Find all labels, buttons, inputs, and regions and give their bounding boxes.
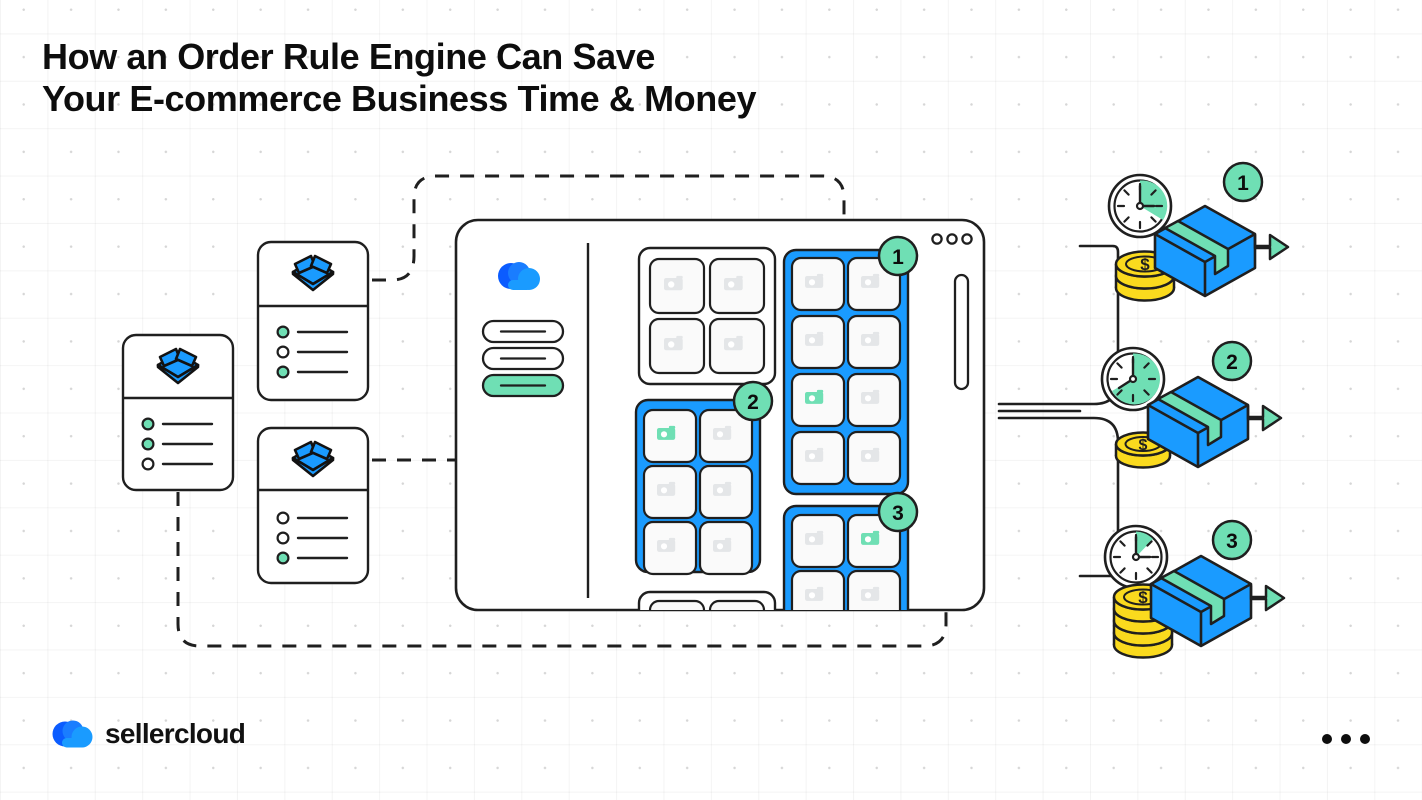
tile[interactable]: [642, 520, 698, 576]
status-dot-pending: [276, 345, 290, 359]
shipment-badge-1: 1: [1222, 161, 1264, 203]
svg-text:3: 3: [1226, 530, 1238, 553]
tile-highlighted[interactable]: [642, 408, 698, 464]
clock-icon: [1107, 173, 1173, 239]
status-dot-done: [276, 551, 290, 565]
ellipsis-icon[interactable]: [1322, 734, 1370, 744]
svg-text:3: 3: [892, 502, 904, 525]
tile[interactable]: [698, 464, 754, 520]
cloud-icon: [52, 719, 94, 749]
svg-text:1: 1: [1237, 172, 1249, 195]
status-dot-done: [141, 417, 155, 431]
shipment-3[interactable]: $ 3: [1103, 519, 1286, 659]
tile[interactable]: [846, 314, 902, 370]
order-card-2[interactable]: [256, 240, 370, 402]
tile[interactable]: [698, 520, 754, 576]
ellipsis-dot: [1360, 734, 1370, 744]
panel-group-2[interactable]: [634, 398, 762, 576]
tile[interactable]: [790, 513, 846, 569]
status-dot-done: [276, 325, 290, 339]
shipment-badge-2: 2: [1211, 340, 1253, 382]
tile-highlighted[interactable]: [790, 372, 846, 428]
nav-item-2[interactable]: [481, 346, 565, 371]
panel-group-1[interactable]: [782, 248, 910, 496]
order-card-1[interactable]: [121, 333, 235, 492]
brand-logo: sellercloud: [52, 718, 246, 750]
tile[interactable]: [790, 569, 846, 623]
tile[interactable]: [790, 256, 846, 312]
shipment-1[interactable]: $ 1: [1107, 161, 1290, 302]
panel-badge-1: 1: [877, 235, 919, 277]
arrow-right-icon: [1246, 404, 1283, 432]
order-card-3[interactable]: [256, 426, 370, 585]
dashed-bottom-route: [176, 492, 948, 648]
cloud-icon: [498, 262, 540, 290]
nav-item-1[interactable]: [481, 319, 565, 344]
panel-group-3[interactable]: [782, 504, 910, 626]
status-row-list: [276, 511, 349, 565]
status-dot-done: [276, 365, 290, 379]
package-box-icon: [1149, 554, 1253, 648]
svg-text:2: 2: [1226, 351, 1238, 374]
tile[interactable]: [846, 430, 902, 486]
status-row-list: [276, 325, 349, 379]
shipment-badge-3: 3: [1211, 519, 1253, 561]
shipment-2[interactable]: $ 2: [1100, 340, 1283, 469]
status-dot-done: [141, 437, 155, 451]
arrow-right-icon: [1253, 233, 1290, 261]
coin-stack-icon: $: [1114, 431, 1172, 469]
svg-text:$: $: [1139, 437, 1148, 454]
tile[interactable]: [846, 372, 902, 428]
vertical-scrollbar[interactable]: [953, 273, 970, 391]
tile[interactable]: [790, 430, 846, 486]
tile[interactable]: [790, 314, 846, 370]
tile[interactable]: [648, 317, 706, 375]
brand-wordmark: sellercloud: [105, 718, 246, 749]
svg-text:$: $: [1138, 588, 1148, 607]
panel-badge-3: 3: [877, 491, 919, 533]
order-rule-engine-window[interactable]: 1 2 3: [454, 218, 986, 662]
status-dot-pending: [276, 511, 290, 525]
status-row-list: [141, 417, 214, 471]
panel-badge-2: 2: [732, 380, 774, 422]
svg-text:2: 2: [747, 391, 759, 414]
clock-icon: [1103, 524, 1169, 590]
arrow-right-icon: [1249, 584, 1286, 612]
ellipsis-dot: [1341, 734, 1351, 744]
panel-unselected[interactable]: [637, 246, 777, 386]
brace-split-connector: [997, 244, 1120, 578]
dashed-top-route: [372, 174, 846, 282]
tile[interactable]: [648, 257, 706, 315]
tile[interactable]: [642, 464, 698, 520]
tile[interactable]: [846, 569, 902, 623]
page-title: How an Order Rule Engine Can Save Your E…: [42, 36, 757, 120]
tile[interactable]: [708, 257, 766, 315]
tile[interactable]: [708, 317, 766, 375]
svg-text:$: $: [1140, 255, 1150, 274]
panel-partial-bottom[interactable]: [637, 590, 777, 662]
window-dots-icon[interactable]: [931, 233, 973, 245]
status-dot-pending: [276, 531, 290, 545]
tile[interactable]: [698, 408, 754, 464]
ellipsis-dot: [1322, 734, 1332, 744]
svg-text:1: 1: [892, 246, 904, 269]
tile[interactable]: [648, 599, 706, 655]
package-box-icon: [1153, 204, 1257, 298]
status-dot-pending: [141, 457, 155, 471]
package-box-icon: [1146, 375, 1250, 469]
tile[interactable]: [708, 599, 766, 655]
nav-item-3[interactable]: [481, 373, 565, 398]
clock-icon: [1100, 346, 1166, 412]
